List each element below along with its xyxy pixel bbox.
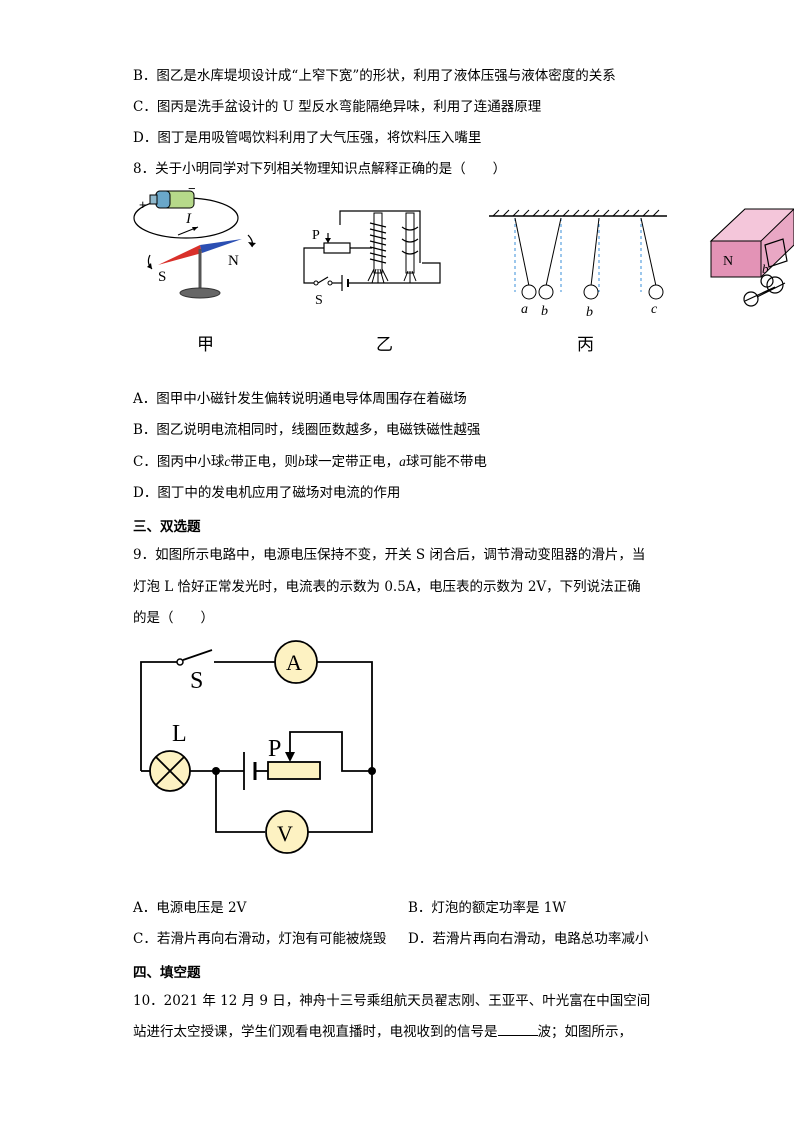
ball-b-label-2: b bbox=[586, 305, 593, 320]
section-heading-fill-blank: 四、填空题 bbox=[133, 965, 201, 981]
needle-south bbox=[200, 239, 242, 253]
caption-bing: 丙 bbox=[577, 335, 594, 355]
caption-jia: 甲 bbox=[197, 335, 214, 355]
q10-stem-line2: 站进行太空授课，学生们观看电视直播时，电视收到的信号是波；如图所示， bbox=[133, 1023, 632, 1040]
magnet-n-label: N bbox=[723, 254, 733, 269]
battery-icon bbox=[149, 190, 195, 209]
figure-bing: a b b c bbox=[489, 209, 667, 320]
q9-option-c: C．若滑片再向右滑动，灯泡有可能被烧毁 bbox=[133, 931, 387, 947]
q7-option-d: D．图丁是用吸管喝饮料利用了大气压强，将饮料压入嘴里 bbox=[133, 130, 482, 146]
q10-stem-line1: 10．2021 年 12 月 9 日，神舟十三号乘组航天员翟志刚、王亚平、叶光富… bbox=[133, 993, 651, 1009]
q9-option-a: A．电源电压是 2V bbox=[133, 900, 247, 916]
q8-option-d: D．图丁中的发电机应用了磁场对电流的作用 bbox=[133, 485, 401, 501]
q9-option-d: D．若滑片再向右滑动，电路总功率减小 bbox=[408, 931, 649, 947]
rheostat-icon bbox=[267, 761, 321, 780]
figure-yi: P S bbox=[303, 210, 441, 308]
needle-north bbox=[158, 245, 202, 265]
ammeter-label: A bbox=[286, 650, 302, 675]
q7-option-c: C．图丙是洗手盆设计的 U 型反水弯能隔绝异味，利用了连通器原理 bbox=[133, 99, 542, 115]
answer-blank[interactable] bbox=[497, 1023, 538, 1036]
figure-q9-circuit: S A L P V bbox=[140, 640, 376, 854]
q7-option-b: B．图乙是水库堤坝设计成“上窄下宽”的形状，利用了液体压强与液体密度的关系 bbox=[133, 68, 616, 84]
lamp-l-label: L bbox=[172, 721, 187, 747]
switch-label: S bbox=[315, 293, 323, 308]
q9-stem-line3: 的是（ ） bbox=[133, 610, 214, 626]
section-heading-double-choice: 三、双选题 bbox=[133, 519, 201, 535]
south-pole-label: S bbox=[158, 269, 166, 285]
q8-option-c: C．图丙中小球c带正电，则b球一定带正电，a球可能不带电 bbox=[133, 454, 487, 470]
q8-option-b: B．图乙说明电流相同时，线圈匝数越多，电磁铁磁性越强 bbox=[133, 422, 481, 438]
plus-label: + bbox=[139, 197, 147, 212]
north-pole-label: N bbox=[228, 253, 239, 269]
current-label: I bbox=[185, 211, 192, 227]
ball-c-label: c bbox=[651, 302, 658, 317]
figure-jia: + − I S N bbox=[133, 181, 256, 299]
ball-a-label: a bbox=[521, 302, 528, 317]
ball-b-label-1: b bbox=[541, 304, 548, 319]
q9-stem-line2: 灯泡 L 恰好正常发光时，电流表的示数为 0.5A，电压表的示数为 2V，下列说… bbox=[133, 579, 641, 595]
q9-stem-line1: 9．如图所示电路中，电源电压保持不变，开关 S 闭合后，调节滑动变阻器的滑片，当 bbox=[133, 547, 646, 563]
caption-yi: 乙 bbox=[376, 335, 393, 355]
switch-s-label: S bbox=[190, 668, 203, 694]
slider-p-label: P bbox=[268, 736, 281, 762]
figure-ding: N b bbox=[709, 208, 794, 307]
q8-stem: 8．关于小明同学对下列相关物理知识点解释正确的是（ ） bbox=[133, 161, 507, 177]
q9-option-b: B．灯泡的额定功率是 1W bbox=[408, 900, 567, 916]
q8-option-a: A．图甲中小磁针发生偏转说明通电导体周围存在着磁场 bbox=[133, 391, 467, 407]
slider-label: P bbox=[312, 228, 320, 243]
minus-label: − bbox=[188, 181, 196, 196]
voltmeter-label: V bbox=[277, 821, 293, 846]
ding-b-label: b bbox=[762, 261, 769, 276]
